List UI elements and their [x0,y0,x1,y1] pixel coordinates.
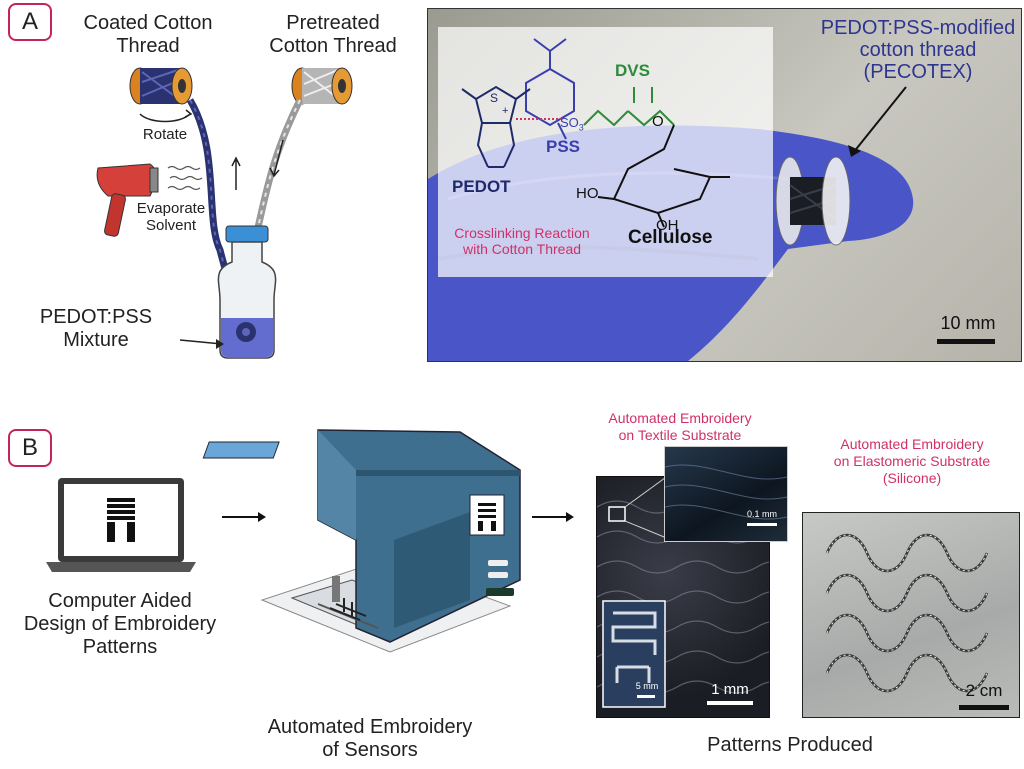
textile-scale-bar [707,701,753,705]
cad-label: Computer Aided Design of Embroidery Patt… [23,590,217,658]
textile-scale-label: 1 mm [711,681,749,698]
magnified-inset: 0.1 mm [664,446,788,542]
mini-scale-label: 5 mm [635,681,659,691]
pretreated-thread-label: Pretreated Cotton Thread [269,12,397,57]
silicone-scale-bar [959,705,1009,710]
cellulose-label: Cellulose [628,227,713,248]
embroidery-pattern-icon [107,498,135,542]
pecotex-photo: DVS PSS PEDOT Cellulose SO3 HO OH O S + … [427,8,1022,362]
chemical-structure [461,38,730,228]
coated-thread-label: Coated Cotton Thread [83,12,213,57]
inset-scale-bar [747,523,777,526]
crosslink-label: Crosslinking Reaction with Cotton Thread [454,225,590,257]
rotate-label: Rotate [142,126,188,143]
mini-scale-bar [637,695,655,698]
ho-label: HO [576,185,599,202]
coated-spool-icon [129,67,193,105]
heat-waves-icon [167,165,203,191]
photo-scale-label: 10 mm [940,313,996,333]
panel-b-label: B [8,429,52,467]
chemistry-box [438,27,773,277]
serpentine-pattern [825,533,1009,710]
textile-title: Automated Embroidery on Textile Substrat… [608,410,752,443]
so3-label: SO3 [560,115,584,133]
o-label: O [652,113,664,130]
photo-scale-bar [937,339,995,344]
thread-coating-apparatus [96,67,353,359]
panel-a-label: A [8,3,52,41]
dvs-label: DVS [615,61,650,80]
arrow-icon [532,512,574,522]
evaporate-label: Evaporate Solvent [136,200,206,234]
pss-label: PSS [546,137,581,156]
inset-scale-label: 0.1 mm [746,509,777,519]
patterns-produced-label: Patterns Produced [707,734,873,756]
sewing-machine-icon [202,429,521,653]
rotate-arrow-icon [139,113,191,123]
elastomer-title: Automated Embroidery on Elastomeric Subs… [833,436,991,486]
silicone-scale-label: 2 cm [965,681,1003,700]
machine-label: Automated Embroidery of Sensors [267,716,473,761]
arrow-icon [222,512,266,522]
s-label: S [490,91,499,105]
silicone-photo: 2 cm [802,512,1020,718]
bottle-icon [217,225,277,359]
pecotex-callout: PEDOT:PSS-modified cotton thread (PECOTE… [820,17,1016,83]
hair-dryer-icon [96,163,159,237]
pedot-label: PEDOT [452,177,511,196]
oh-label: OH [656,217,679,234]
pretreated-spool-icon [291,67,353,105]
pecotex-spool-icon [775,156,851,246]
plus-label: + [502,105,509,117]
mixture-label: PEDOT:PSS Mixture [39,306,153,351]
